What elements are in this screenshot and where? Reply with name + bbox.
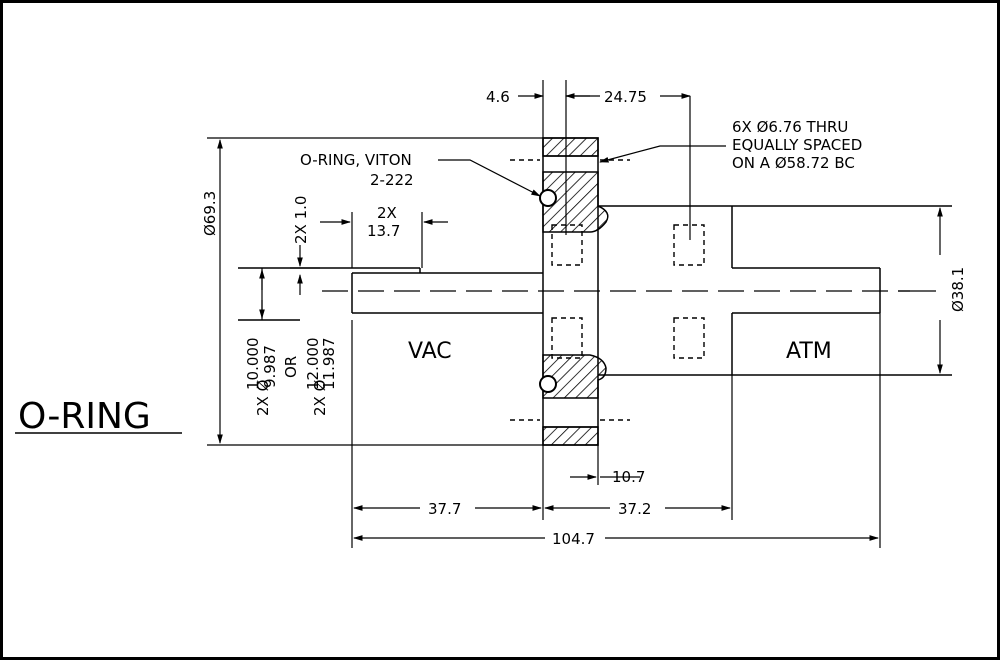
shaft-dia-a-qty: 2X Ø — [254, 379, 272, 416]
dim-69-3: Ø69.3 — [201, 191, 219, 236]
dim-37-7: 37.7 — [428, 500, 461, 518]
hole-callout-line1: 6X Ø6.76 THRU — [732, 118, 848, 136]
shaft-dia-b-qty: 2X Ø — [311, 379, 329, 416]
dim-37-2: 37.2 — [618, 500, 651, 518]
dim-10-7: 10.7 — [612, 468, 645, 486]
hole-callout-line3: ON A Ø58.72 BC — [732, 154, 855, 172]
dim-13-7-qty: 2X — [377, 204, 397, 222]
hole-callout-line2: EQUALLY SPACED — [732, 136, 862, 154]
shaft-dia-a-min: 9.987 — [261, 345, 279, 388]
oring-callout-line2: 2-222 — [370, 171, 414, 189]
paper — [3, 3, 997, 657]
dim-13-7: 13.7 — [367, 222, 400, 240]
vac-label: VAC — [408, 339, 452, 364]
shaft-dia-b-min: 11.987 — [320, 338, 338, 391]
shaft-dia-b-max: 12.000 — [304, 338, 322, 391]
dim-4-6: 4.6 — [486, 88, 510, 106]
dimension-lines — [207, 80, 943, 548]
o-ring-sections — [539, 189, 557, 393]
dim-1-0: 2X 1.0 — [292, 196, 310, 244]
shaft-dia-a-max: 10.000 — [244, 338, 262, 391]
dim-24-75: 24.75 — [604, 88, 647, 106]
atm-label: ATM — [786, 339, 832, 364]
oring-callout-line1: O-RING, VITON — [300, 151, 412, 169]
title-text: O-RING — [18, 396, 151, 437]
dim-104-7: 104.7 — [552, 530, 595, 548]
shaft-dia-or: OR — [282, 356, 300, 378]
dim-38-1: Ø38.1 — [949, 267, 967, 312]
